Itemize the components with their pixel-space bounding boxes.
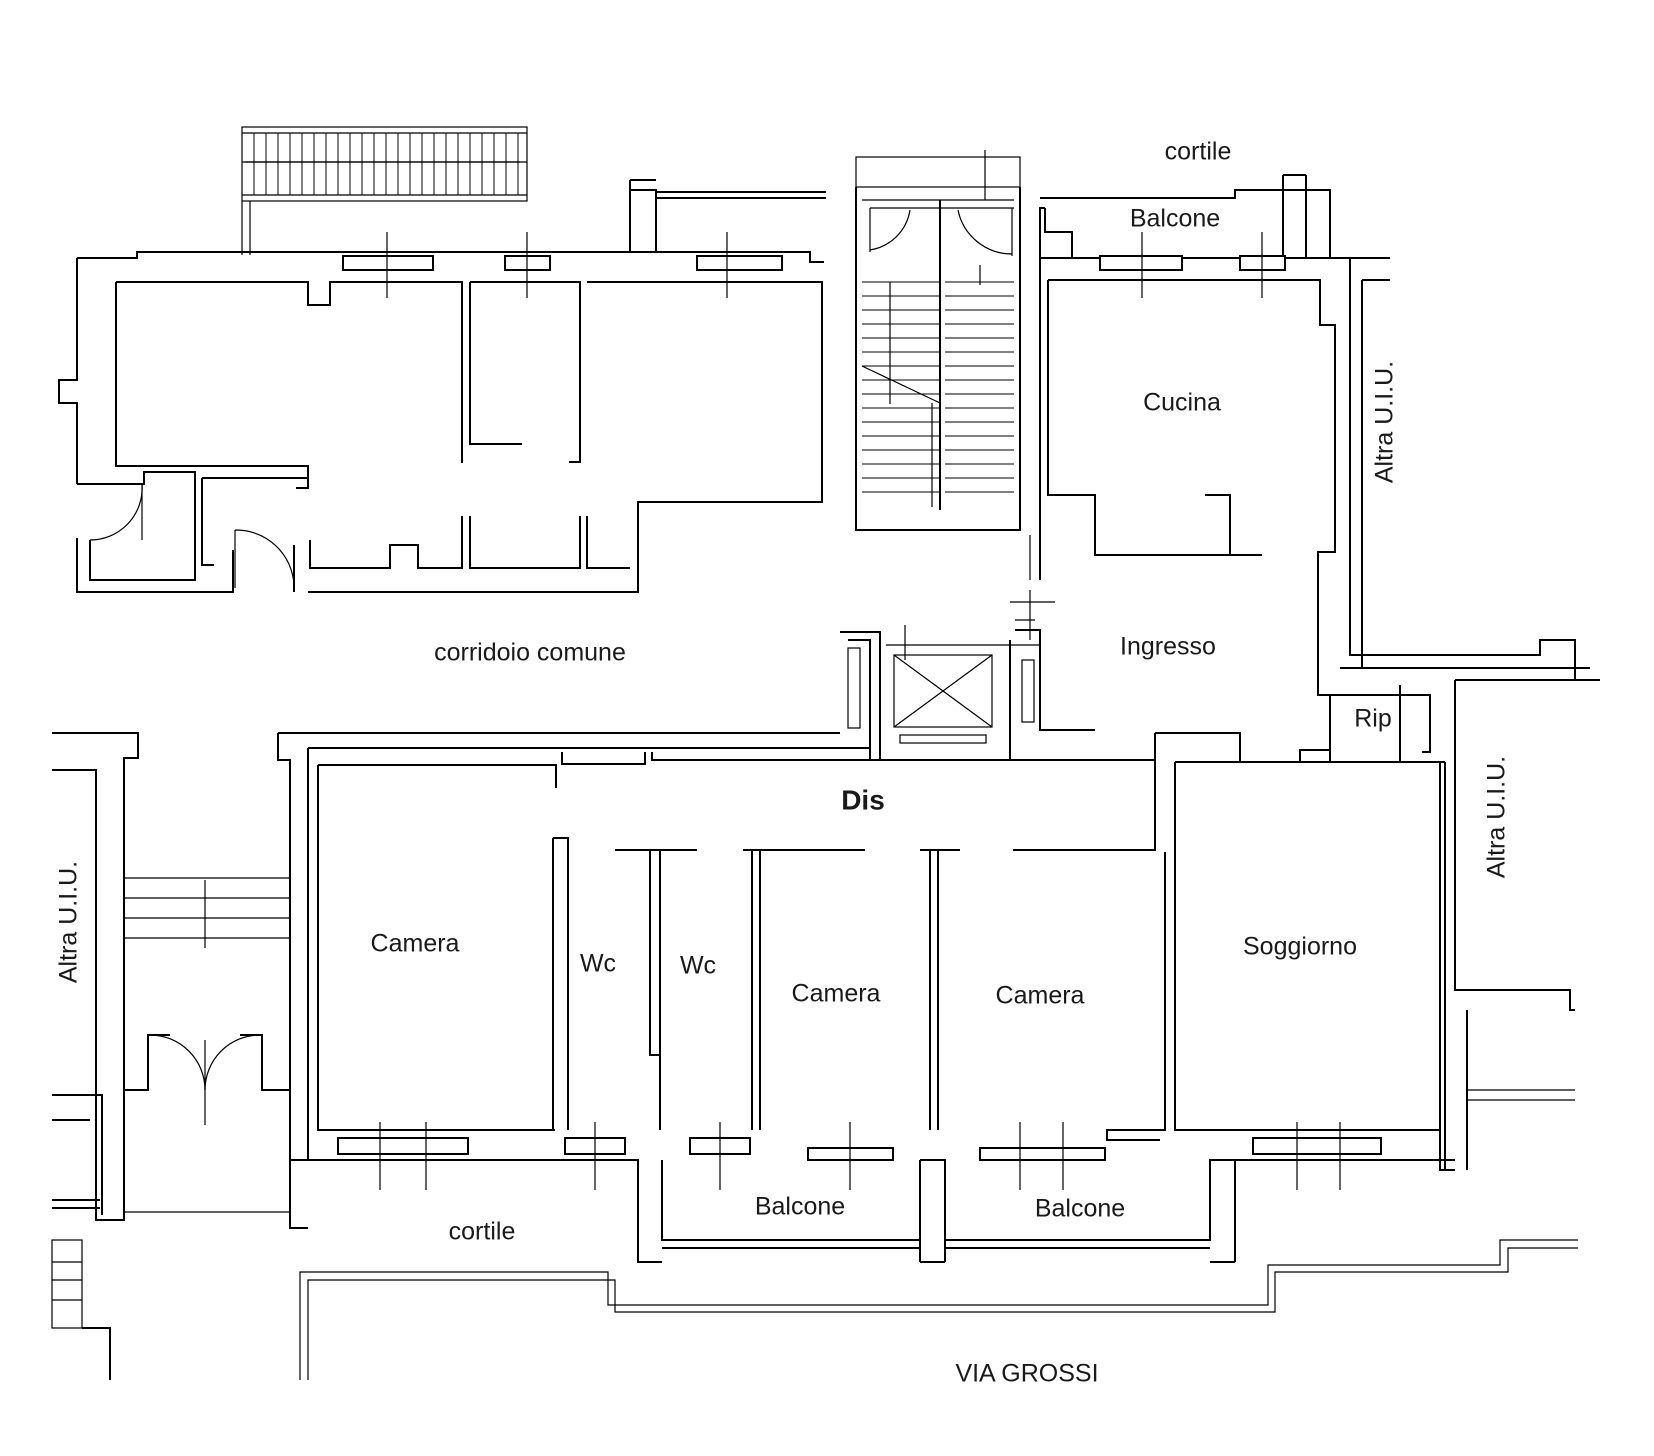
top-left-unit-walls — [58, 179, 826, 593]
room-labels: cortile Balcone Cucina Altra U.I.U. corr… — [55, 138, 1511, 1388]
label-altra-uiu-right-top: Altra U.I.U. — [1371, 361, 1399, 483]
label-corridoio-comune: corridoio comune — [434, 639, 626, 667]
label-balcone-top: Balcone — [1130, 205, 1220, 233]
label-wc-2: Wc — [680, 952, 716, 980]
label-balcone-bottom-2: Balcone — [1035, 1195, 1125, 1223]
label-camera-1: Camera — [371, 930, 460, 958]
street-edge — [299, 1239, 1578, 1380]
right-neighbor-bottom — [1454, 679, 1600, 1170]
label-rip: Rip — [1354, 705, 1392, 733]
label-soggiorno: Soggiorno — [1243, 933, 1357, 961]
left-neighbor — [51, 732, 290, 1380]
cucina-windows — [1099, 232, 1286, 298]
bottom-unit-walls — [277, 685, 1455, 1263]
label-altra-uiu-left: Altra U.I.U. — [55, 861, 83, 983]
label-dis: Dis — [841, 784, 885, 815]
label-wc-1: Wc — [580, 950, 616, 978]
label-ingresso: Ingresso — [1120, 633, 1216, 661]
cucina-walls — [1029, 174, 1390, 696]
label-altra-uiu-right-bottom: Altra U.I.U. — [1483, 756, 1511, 878]
elevator — [840, 590, 1095, 761]
label-cortile-bottom: cortile — [449, 1218, 516, 1246]
label-camera-3: Camera — [996, 982, 1085, 1010]
label-balcone-bottom-1: Balcone — [755, 1193, 845, 1221]
central-stair — [855, 150, 1021, 531]
top-left-doors — [89, 483, 295, 588]
top-left-stair — [241, 126, 528, 255]
bottom-unit-windows — [337, 1122, 1382, 1190]
label-via-grossi: VIA GROSSI — [955, 1360, 1098, 1388]
top-left-windows — [342, 232, 783, 298]
label-camera-2: Camera — [792, 980, 881, 1008]
label-cucina: Cucina — [1143, 389, 1221, 417]
label-cortile-top: cortile — [1165, 138, 1232, 166]
